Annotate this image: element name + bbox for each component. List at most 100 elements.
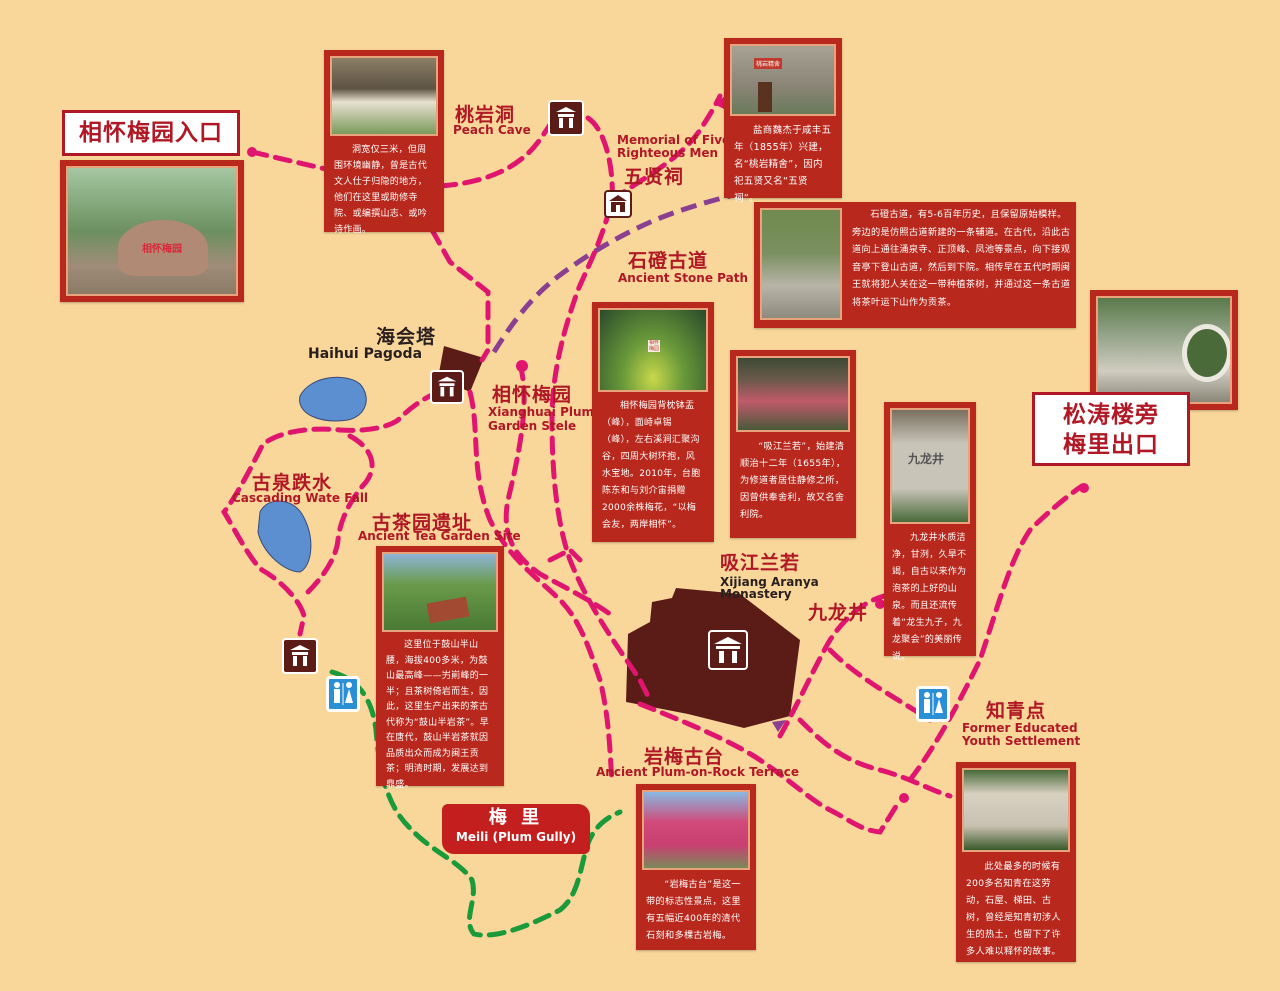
youth-photo (962, 768, 1070, 852)
exit-photo (1096, 296, 1232, 404)
tea-garden-subtitle: Ancient Tea Garden Site (358, 529, 521, 543)
purple-route (491, 177, 791, 354)
tea-garden-sign (426, 596, 470, 624)
exit-sign-line2: 梅里出口 (1063, 432, 1159, 458)
entrance-sign: 相怀梅园入口 (62, 110, 240, 156)
route-cave-down (429, 227, 491, 363)
stone-path-photo (760, 208, 842, 320)
meili-title: 梅 里 (488, 807, 544, 828)
lower-pond (257, 500, 312, 573)
stele-subtitle-2: Garden Stele (488, 419, 577, 433)
route-nine-dragon (777, 593, 887, 739)
waterfall-title: 古泉跌水 (252, 472, 333, 494)
exit-dot (1079, 483, 1089, 493)
youth-card: 此处最多的时候有200多名知青在这劳动，石屋、梯田、古树，曾经是知青初涉人生的热… (956, 762, 1076, 962)
nine-dragon-card: 九龙井 九龙井水质洁净，甘洌，久旱不竭，自古以来作为泡茶的上好的山泉。而且还流传… (884, 402, 976, 662)
memorial-subtitle-1: Memorial of Five (617, 133, 731, 147)
entrance-photo: 相怀梅园 (66, 166, 238, 296)
entrance-sign-text: 相怀梅园入口 (79, 120, 223, 146)
route-west-loop (220, 389, 441, 637)
temple-icon (437, 376, 457, 397)
stone-path-desc: 石磴古道，有5-6百年历史，且保留原始模样。旁边的是仿照古道新建的一条辅道。在古… (852, 209, 1071, 308)
route-monastery-east (797, 717, 953, 799)
stele-subtitle-1: Xianghuai Plum (488, 405, 595, 419)
route-exit (907, 483, 1085, 783)
terrace-title: 岩梅古台 (644, 746, 725, 768)
entrance-dot (247, 147, 257, 157)
meili-subtitle: Meili (Plum Gully) (455, 830, 577, 844)
pink-routes (220, 93, 1085, 835)
restroom-icon (924, 692, 943, 715)
stone-path-card: 石磴古道，有5-6百年历史，且保留原始模样。旁边的是仿照古道新建的一条辅道。在古… (754, 202, 1076, 328)
east-toilet-icon (916, 686, 950, 722)
monastery-subtitle-2: Monastery (720, 587, 792, 601)
route-pagoda-down (467, 389, 615, 783)
route-west-loop-2 (305, 433, 375, 595)
memorial-icon (604, 190, 632, 218)
peach-cave-desc: 洞宽仅三米，但周围环境幽静，曾是古代文人仕子归隐的地方，他们在这里或助修寺院、或… (334, 145, 428, 235)
west-toilet-icon (326, 676, 360, 712)
nine-dragon-desc: 九龙井水质洁净，甘洌，久旱不竭，自古以来作为泡茶的上好的山泉。而且还流传着“龙生… (892, 533, 967, 662)
terrace-desc: “岩梅古台”是这一带的标志性景点，这里有五幅近400年的清代石刻和多棵古岩梅。 (646, 879, 741, 941)
route-terrace-east (637, 701, 903, 835)
well-plaque-text: 九龙井 (908, 452, 945, 466)
terrace-photo (642, 790, 750, 870)
memorial-desc: 盐商魏杰于咸丰五年（1855年）兴建，名“桃岩精舍”，因内祀五贤又名“五贤祠”。 (734, 125, 832, 204)
monastery-desc: “吸江兰若”，始建清顺治十二年（1655年），为修道者居住静修之所，因曾供奉舍利… (740, 441, 846, 520)
peach-cave-title: 桃岩洞 (455, 104, 516, 126)
peach-cave-photo (330, 56, 438, 136)
nine-dragon-photo: 九龙井 (890, 408, 970, 524)
peach-cave-subtitle: Peach Cave (453, 123, 531, 137)
stone-path-subtitle: Ancient Stone Path (618, 271, 748, 285)
exit-sign-line1: 松涛楼旁 (1063, 402, 1159, 428)
pagoda-title: 海会塔 (376, 326, 437, 348)
well-dot (875, 599, 885, 609)
memorial-plaque-text: 桃岩精舍 (754, 58, 783, 69)
memorial-door (758, 82, 772, 112)
upper-pond (299, 376, 367, 422)
memorial-card: 桃岩精舍 盐商魏杰于咸丰五年（1855年）兴建，名“桃岩精舍”，因内祀五贤又名“… (724, 38, 842, 204)
youth-desc: 此处最多的时候有200多名知青在这劳动，石屋、梯田、古树，曾经是知青初涉人生的热… (966, 861, 1061, 957)
memorial-photo: 桃岩精舍 (730, 44, 836, 116)
tea-garden-title: 古茶园遗址 (372, 512, 473, 534)
exit-moon-gate (1182, 324, 1230, 382)
tea-garden-card: 这里位于鼓山半山腰，海拔400多米，为鼓山最高峰——屴崱峰的一半；且茶树倚岩而生… (376, 546, 504, 790)
monastery-arrow (772, 720, 786, 732)
pagoda-temple-icon (430, 370, 464, 404)
restroom-icon (334, 682, 353, 705)
entrance-photo-card: 相怀梅园 (60, 160, 244, 302)
waterfall-subtitle: Cascading Wate Fall (232, 491, 369, 505)
exit-photo-card (1090, 290, 1238, 410)
peach-cave-card: 洞宽仅三米，但周围环境幽静，曾是古代文人仕子归隐的地方，他们在这里或助修寺院、或… (324, 50, 444, 235)
memorial-building-icon (609, 195, 627, 212)
monastery-title: 吸江兰若 (720, 552, 801, 574)
stele-desc: 相怀梅园背枕钵盂（峰），面峙卓锡（峰），左右溪涧汇聚沟谷，四周大树环抱，风水宝地… (602, 401, 701, 530)
monastery-card: “吸江兰若”，始建清顺治十二年（1655年），为修道者居住静修之所，因曾供奉舍利… (730, 350, 856, 538)
route-stele (503, 361, 613, 617)
tea-garden-photo (382, 552, 498, 632)
monastery-subtitle-1: Xijiang Aranya (720, 575, 819, 589)
stele-photo: 相怀梅园 (598, 308, 708, 392)
stone-path-title: 石磴古道 (628, 250, 709, 272)
entrance-rock-text: 相怀梅园 (142, 244, 182, 255)
nine-dragon-title: 九龙井 (808, 602, 869, 624)
temple-icon (290, 645, 310, 666)
pagoda-subtitle: Haihui Pagoda (308, 346, 423, 362)
temple-icon (714, 637, 742, 663)
monastery-temple-icon (708, 630, 748, 670)
exit-sign: 松涛楼旁 梅里出口 (1032, 392, 1190, 466)
meili-ribbon: 梅 里 Meili (Plum Gully) (442, 804, 590, 854)
tea-garden-temple-icon (282, 638, 318, 674)
memorial-subtitle-2: Righteous Men (617, 146, 719, 160)
temple-icon (556, 107, 576, 128)
terrace-dot (899, 793, 909, 803)
stele-monument-text: 相怀梅园 (648, 340, 660, 352)
stele-title: 相怀梅园 (492, 384, 573, 406)
terrace-subtitle: Ancient Plum-on-Rock Terrace (596, 765, 800, 779)
entrance-rock (118, 220, 208, 276)
memorial-title: 五贤祠 (624, 166, 685, 188)
stele-dot (516, 360, 528, 372)
youth-subtitle-2: Youth Settlement (962, 734, 1081, 748)
route-south (547, 546, 583, 563)
